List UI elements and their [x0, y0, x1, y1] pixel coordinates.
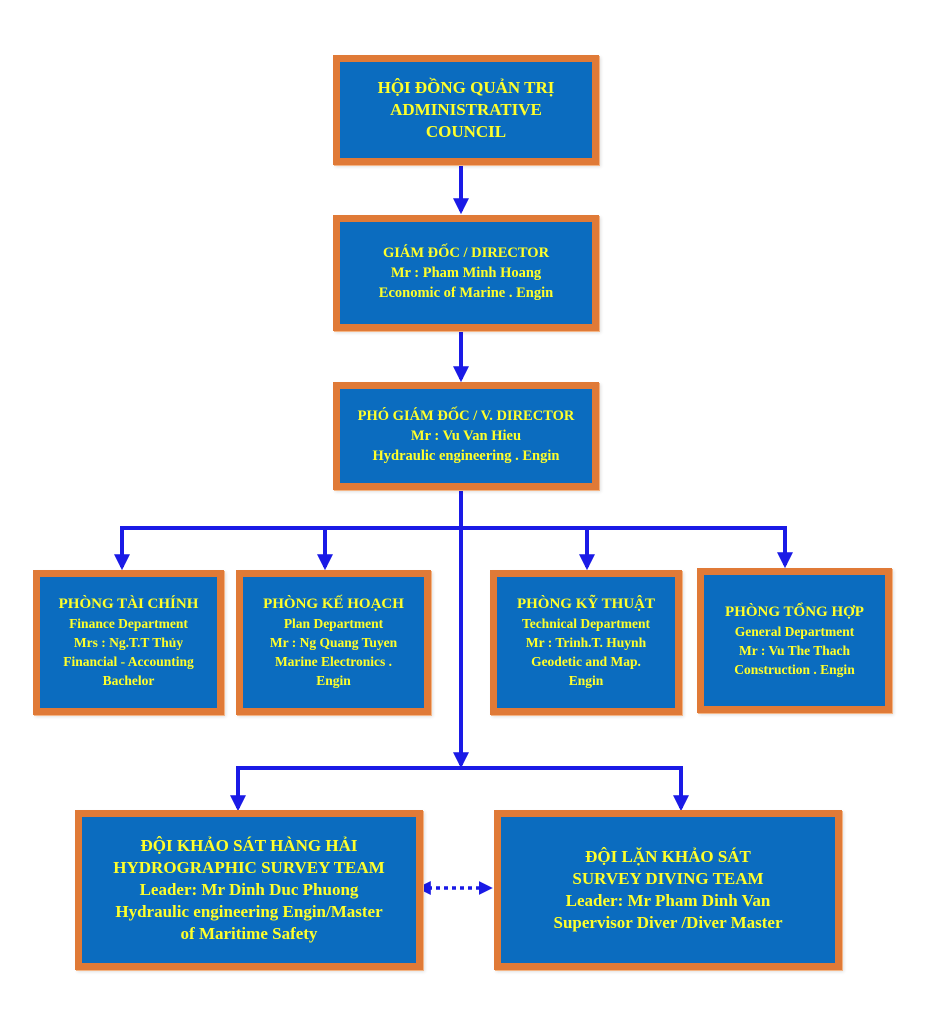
- department-line: Plan Department: [283, 616, 384, 631]
- department-line: Mr : Ng Quang Tuyen: [269, 635, 398, 650]
- team-line: of Maritime Safety: [180, 924, 318, 943]
- department-line: Engin: [316, 673, 351, 688]
- department-line: PHÒNG KẾ HOẠCH: [263, 596, 404, 612]
- team-line: Leader: Mr Pham Dinh Van: [565, 891, 771, 910]
- node-plan-department: PHÒNG KẾ HOẠCH Plan Department Mr : Ng Q…: [236, 570, 431, 715]
- department-line: PHÒNG KỸ THUẬT: [516, 596, 656, 612]
- department-line: Mr : Vu The Thach: [738, 642, 851, 658]
- node-administrative-council: HỘI ĐỒNG QUẢN TRỊ ADMINISTRATIVE COUNCIL: [333, 55, 599, 165]
- node-hydrographic-survey-team: ĐỘI KHẢO SÁT HÀNG HẢI HYDROGRAPHIC SURVE…: [75, 810, 423, 970]
- node-finance-department: PHÒNG TÀI CHÍNH Finance Department Mrs :…: [33, 570, 224, 715]
- team-line: SURVEY DIVING TEAM: [572, 869, 764, 888]
- team-line: Hydraulic engineering Engin/Master: [115, 902, 383, 921]
- department-line: Marine Electronics .: [274, 654, 393, 669]
- team-line: HYDROGRAPHIC SURVEY TEAM: [113, 858, 385, 877]
- team-line: Leader: Mr Dinh Duc Phuong: [139, 880, 359, 899]
- team-line: Supervisor Diver /Diver Master: [553, 913, 783, 932]
- node-technical-department: PHÒNG KỸ THUẬT Technical Department Mr :…: [490, 570, 682, 715]
- department-line: Construction . Engin: [734, 661, 855, 677]
- director-line: Economic of Marine . Engin: [378, 285, 554, 301]
- node-vice-director: PHÓ GIÁM ĐỐC / V. DIRECTOR Mr : Vu Van H…: [333, 382, 599, 490]
- department-line: Bachelor: [102, 673, 155, 688]
- vice-director-line: Hydraulic engineering . Engin: [372, 448, 560, 464]
- node-survey-diving-team: ĐỘI LẶN KHẢO SÁT SURVEY DIVING TEAM Lead…: [494, 810, 842, 970]
- team-line: ĐỘI KHẢO SÁT HÀNG HẢI: [140, 836, 358, 855]
- vice-director-line: Mr : Vu Van Hieu: [410, 428, 522, 444]
- council-line: ADMINISTRATIVE: [390, 100, 542, 119]
- department-line: Financial - Accounting: [63, 654, 194, 669]
- team-line: ĐỘI LẶN KHẢO SÁT: [585, 847, 751, 866]
- vice-director-line: PHÓ GIÁM ĐỐC / V. DIRECTOR: [357, 408, 575, 424]
- department-line: Mrs : Ng.T.T Thủy: [73, 635, 184, 650]
- department-line: PHÒNG TỔNG HỢP: [725, 603, 864, 620]
- department-line: Technical Department: [521, 616, 651, 631]
- council-line: HỘI ĐỒNG QUẢN TRỊ: [377, 78, 555, 97]
- council-line: COUNCIL: [425, 122, 507, 141]
- department-line: General Department: [734, 623, 855, 639]
- director-line: GIÁM ĐỐC / DIRECTOR: [382, 245, 550, 261]
- director-line: Mr : Pham Minh Hoang: [390, 265, 542, 281]
- department-line: PHÒNG TÀI CHÍNH: [58, 596, 199, 612]
- department-line: Finance Department: [69, 616, 188, 631]
- node-director: GIÁM ĐỐC / DIRECTOR Mr : Pham Minh Hoang…: [333, 215, 599, 331]
- department-line: Mr : Trinh.T. Huynh: [525, 635, 647, 650]
- department-line: Engin: [568, 673, 604, 688]
- department-line: Geodetic and Map.: [531, 654, 641, 669]
- node-general-department: PHÒNG TỔNG HỢP General Department Mr : V…: [697, 568, 892, 713]
